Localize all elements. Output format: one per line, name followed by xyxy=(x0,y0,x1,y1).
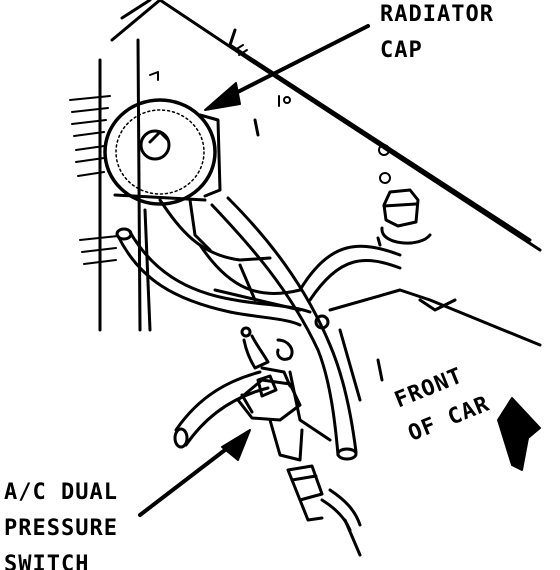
lower-hose xyxy=(173,370,332,449)
radiator-cap xyxy=(103,98,222,252)
ac-switch-label-line3: SWITCH xyxy=(4,552,90,570)
ac-switch-arrow xyxy=(138,438,240,517)
radiator-cap-label-line2: CAP xyxy=(380,38,423,63)
front-direction-arrow xyxy=(497,397,541,471)
bolt xyxy=(376,188,432,247)
radiator-core xyxy=(69,95,119,265)
radiator-support xyxy=(98,0,542,332)
ac-switch-label-line1: A/C DUAL xyxy=(4,480,118,505)
overflow-tube xyxy=(210,196,358,461)
filler-neck xyxy=(143,198,302,332)
radiator-cap-arrowhead xyxy=(204,82,241,111)
ac-switch-arrowhead xyxy=(221,429,251,461)
radiator-cap-label: RADIATOR CAP xyxy=(380,4,494,76)
upper-radiator-hose xyxy=(115,227,312,327)
radiator-cap-arrow xyxy=(216,24,370,104)
radiator-cap-label-line1: RADIATOR xyxy=(380,2,494,27)
ac-lines xyxy=(298,244,542,402)
ac-switch-label-line2: PRESSURE xyxy=(4,516,118,541)
ac-dual-pressure-switch xyxy=(236,326,362,557)
ac-switch-label: A/C DUAL PRESSURE SWITCH xyxy=(4,482,118,570)
